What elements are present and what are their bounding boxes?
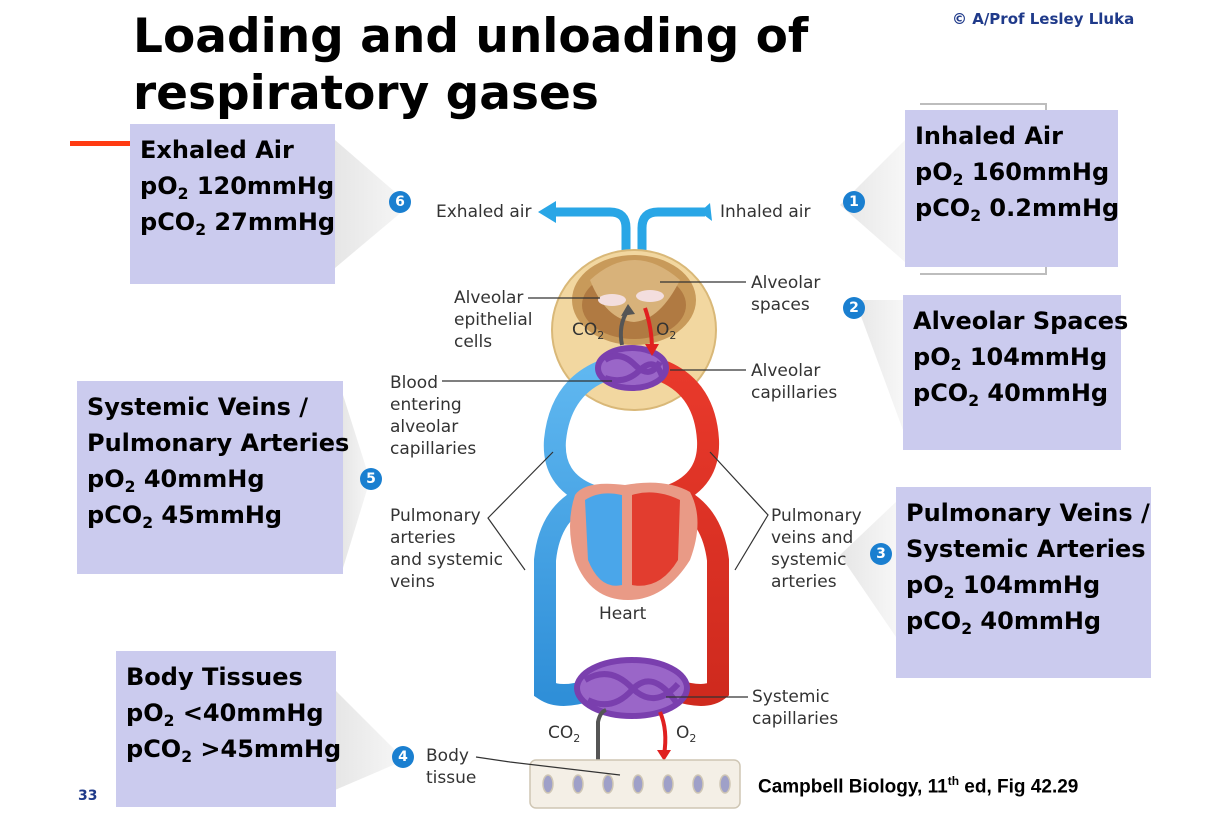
step-5-badge: 5: [360, 468, 382, 490]
heart-shape: [570, 483, 698, 600]
o2-bottom-label: O2: [676, 722, 696, 746]
pco2-line: pCO2 0.2mmHg: [915, 190, 1108, 226]
box-title: Body Tissues: [126, 659, 326, 695]
co2-bottom-label: CO2: [548, 722, 580, 746]
callout-body: [335, 690, 405, 790]
step-2-badge: 2: [843, 297, 865, 319]
co2-top-label: CO2: [572, 319, 604, 343]
box-title: Inhaled Air: [915, 118, 1108, 154]
slide-number: 33: [78, 788, 97, 804]
systemic-capillary-net: [577, 660, 687, 716]
step-6-badge: 6: [389, 191, 411, 213]
step-1-badge: 1: [843, 191, 865, 213]
body-tissues-box: Body Tissues pO2 <40mmHg pCO2 >45mmHg: [116, 651, 336, 807]
pco2-line: pCO2 45mmHg: [87, 497, 333, 533]
po2-line: pO2 104mmHg: [913, 339, 1111, 375]
box-title: Alveolar Spaces: [913, 303, 1111, 339]
body-tissue-cells: [530, 760, 740, 808]
po2-line: pO2 160mmHg: [915, 154, 1108, 190]
citation: Campbell Biology, 11th ed, Fig 42.29: [758, 774, 1078, 798]
pco2-line: pCO2 40mmHg: [913, 375, 1111, 411]
po2-line: pO2 <40mmHg: [126, 695, 326, 731]
alveolar-capillary-net: [598, 348, 666, 388]
heart-label: Heart: [599, 603, 646, 625]
alveolar-spaces-box: Alveolar Spaces pO2 104mmHg pCO2 40mmHg: [903, 295, 1121, 450]
exhaled-air-box: Exhaled Air pO2 120mmHg pCO2 27mmHg: [130, 124, 335, 284]
step-3-badge: 3: [870, 543, 892, 565]
inhaled-air-label: Inhaled air: [720, 201, 811, 223]
box-title-1: Systemic Veins /: [87, 389, 333, 425]
box-title-2: Systemic Arteries: [906, 531, 1141, 567]
box-title-2: Pulmonary Arteries: [87, 425, 333, 461]
inhaled-arrow-tail: [700, 203, 712, 221]
step-4-badge: 4: [392, 746, 414, 768]
po2-line: pO2 104mmHg: [906, 567, 1141, 603]
systemic-veins-box: Systemic Veins / Pulmonary Arteries pO2 …: [77, 381, 343, 574]
box-title-1: Pulmonary Veins /: [906, 495, 1141, 531]
po2-line: pO2 40mmHg: [87, 461, 333, 497]
pco2-line: pCO2 27mmHg: [140, 204, 325, 240]
po2-line: pO2 120mmHg: [140, 168, 325, 204]
exhaled-arrowhead: [538, 201, 556, 223]
o2-top-label: O2: [656, 319, 676, 343]
pco2-line: pCO2 40mmHg: [906, 603, 1141, 639]
pco2-line: pCO2 >45mmHg: [126, 731, 326, 767]
callout-alveolar: [855, 300, 903, 430]
exhaled-air-label: Exhaled air: [436, 201, 532, 223]
pulmonary-veins-box: Pulmonary Veins / Systemic Arteries pO2 …: [896, 487, 1151, 678]
inhaled-air-box: Inhaled Air pO2 160mmHg pCO2 0.2mmHg: [905, 110, 1118, 267]
box-title: Exhaled Air: [140, 132, 325, 168]
